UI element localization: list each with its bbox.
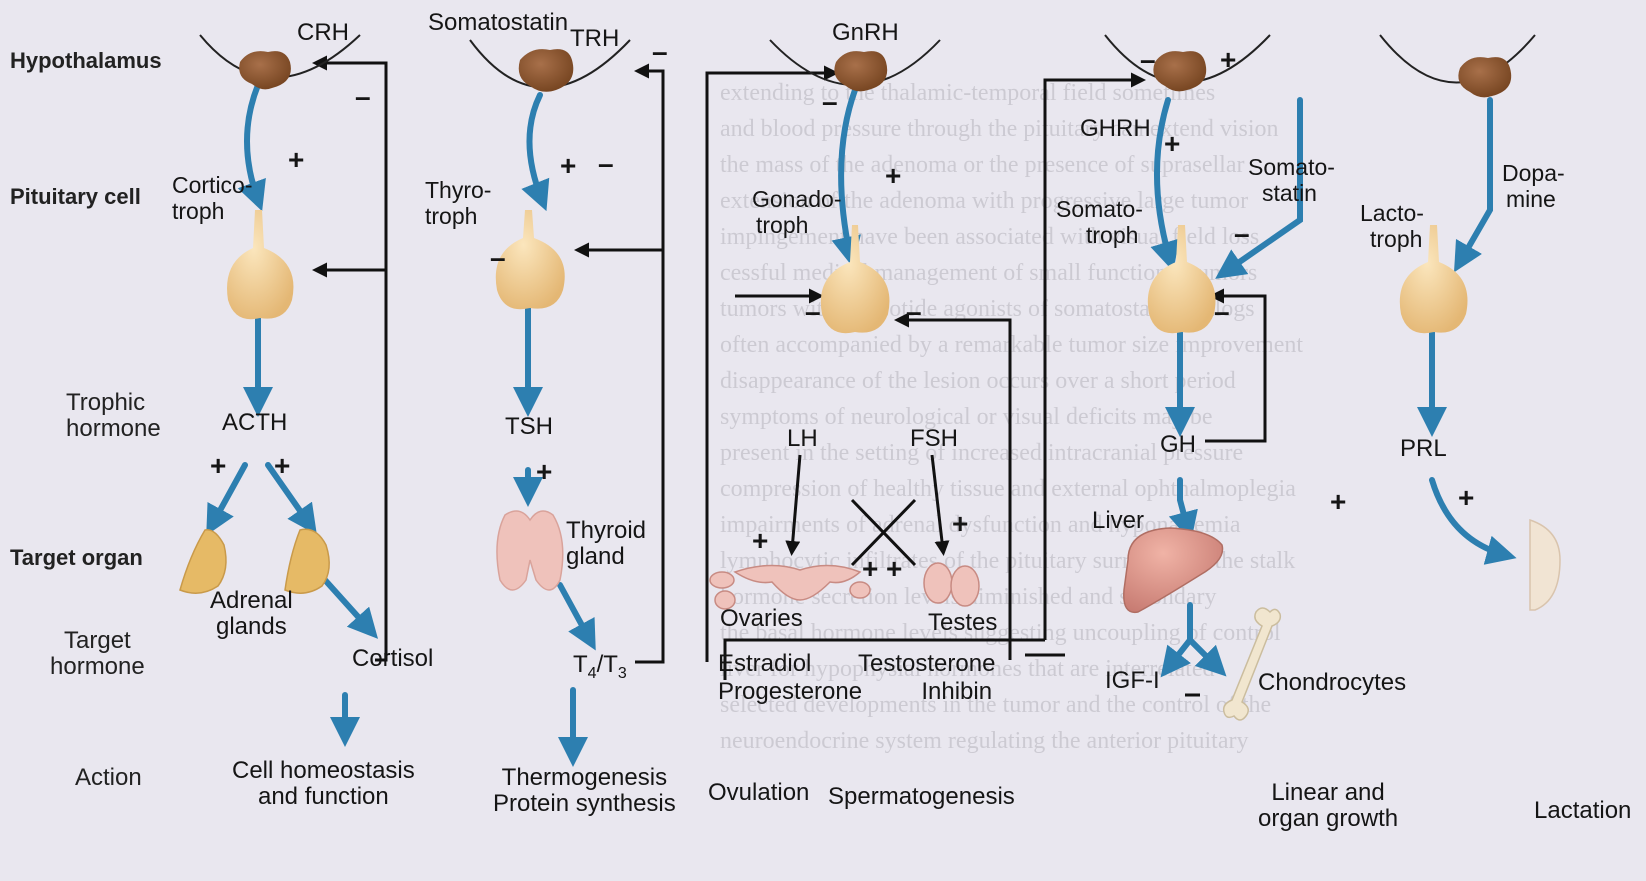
ovaries-label: Ovaries [720, 606, 803, 632]
plus-sign: + [536, 458, 552, 486]
gnrh-label: GnRH [832, 20, 899, 46]
somatotroph-label: Somato-troph [1056, 196, 1143, 248]
bone [1224, 608, 1281, 720]
testes-label: Testes [928, 610, 997, 636]
plus-sign: + [560, 152, 576, 180]
liver [1124, 528, 1223, 612]
plus-sign: + [1164, 130, 1180, 158]
plus-sign: + [274, 452, 290, 480]
minus-sign: – [1214, 298, 1230, 326]
thyroid-gland [497, 511, 563, 590]
minus-sign: – [1234, 220, 1250, 248]
testes [924, 563, 979, 606]
trh-label: TRH [570, 26, 619, 52]
minus-sign: – [355, 83, 371, 111]
breast [1530, 520, 1560, 610]
plus-sign: + [952, 510, 968, 538]
thyrotroph-label: Thyro-troph [425, 177, 491, 229]
spermatogenesis-label: Spermatogenesis [828, 784, 1015, 810]
plus-sign: + [1220, 46, 1236, 74]
ovulation-label: Ovulation [708, 780, 809, 806]
plus-sign: + [1330, 488, 1346, 516]
plus-sign: + [752, 527, 768, 555]
hypothalamic-nuclei [239, 49, 1511, 97]
plus-sign: + [1458, 484, 1474, 512]
minus-sign: – [652, 38, 668, 66]
plus-sign: + [210, 452, 226, 480]
chondrocytes-label: Chondrocytes [1258, 670, 1406, 696]
minus-sign: – [490, 244, 506, 272]
somatostatin-thyroid-label: Somatostatin [428, 10, 568, 36]
lh-label: LH [787, 426, 818, 452]
somatostatin-growth-label: Somato-statin [1248, 154, 1335, 206]
lactation-label: Lactation [1534, 798, 1631, 824]
prl-label: PRL [1400, 436, 1447, 462]
fsh-label: FSH [910, 426, 958, 452]
dopamine-label: Dopa-mine [1502, 160, 1565, 212]
minus-sign: – [598, 150, 614, 178]
feedback-lines [318, 63, 1265, 695]
cortisol-label: Cortisol [352, 646, 433, 672]
plus-sign: + [288, 146, 304, 174]
corticotroph-label: Cortico-troph [172, 172, 253, 224]
level-target-organ: Target organ [10, 545, 143, 571]
ovaries-uterus [710, 565, 870, 609]
gh-label: GH [1160, 432, 1196, 458]
adrenal-glands [180, 529, 329, 593]
lactotroph-label: Lacto-troph [1360, 200, 1424, 252]
plus-sign: + [862, 555, 878, 583]
crh-label: CRH [297, 20, 349, 46]
minus-sign: – [805, 298, 821, 326]
level-hypothalamus: Hypothalamus [10, 48, 162, 74]
ghrh-label: GHRH [1080, 116, 1151, 142]
minus-sign: – [822, 88, 838, 116]
level-pituitary-cell: Pituitary cell [10, 184, 141, 210]
liver-label: Liver [1092, 508, 1144, 534]
minus-sign: – [906, 298, 922, 326]
level-action: Action [75, 765, 142, 791]
acth-label: ACTH [222, 410, 287, 436]
tsh-label: TSH [505, 414, 553, 440]
minus-sign: – [1140, 46, 1156, 74]
igf-1-label: IGF-I [1105, 668, 1160, 694]
plus-sign: + [886, 555, 902, 583]
plus-sign: + [885, 162, 901, 190]
t4-t3-label: T4/T3 [573, 652, 627, 687]
gonadotroph-label: Gonado-troph [752, 186, 842, 238]
